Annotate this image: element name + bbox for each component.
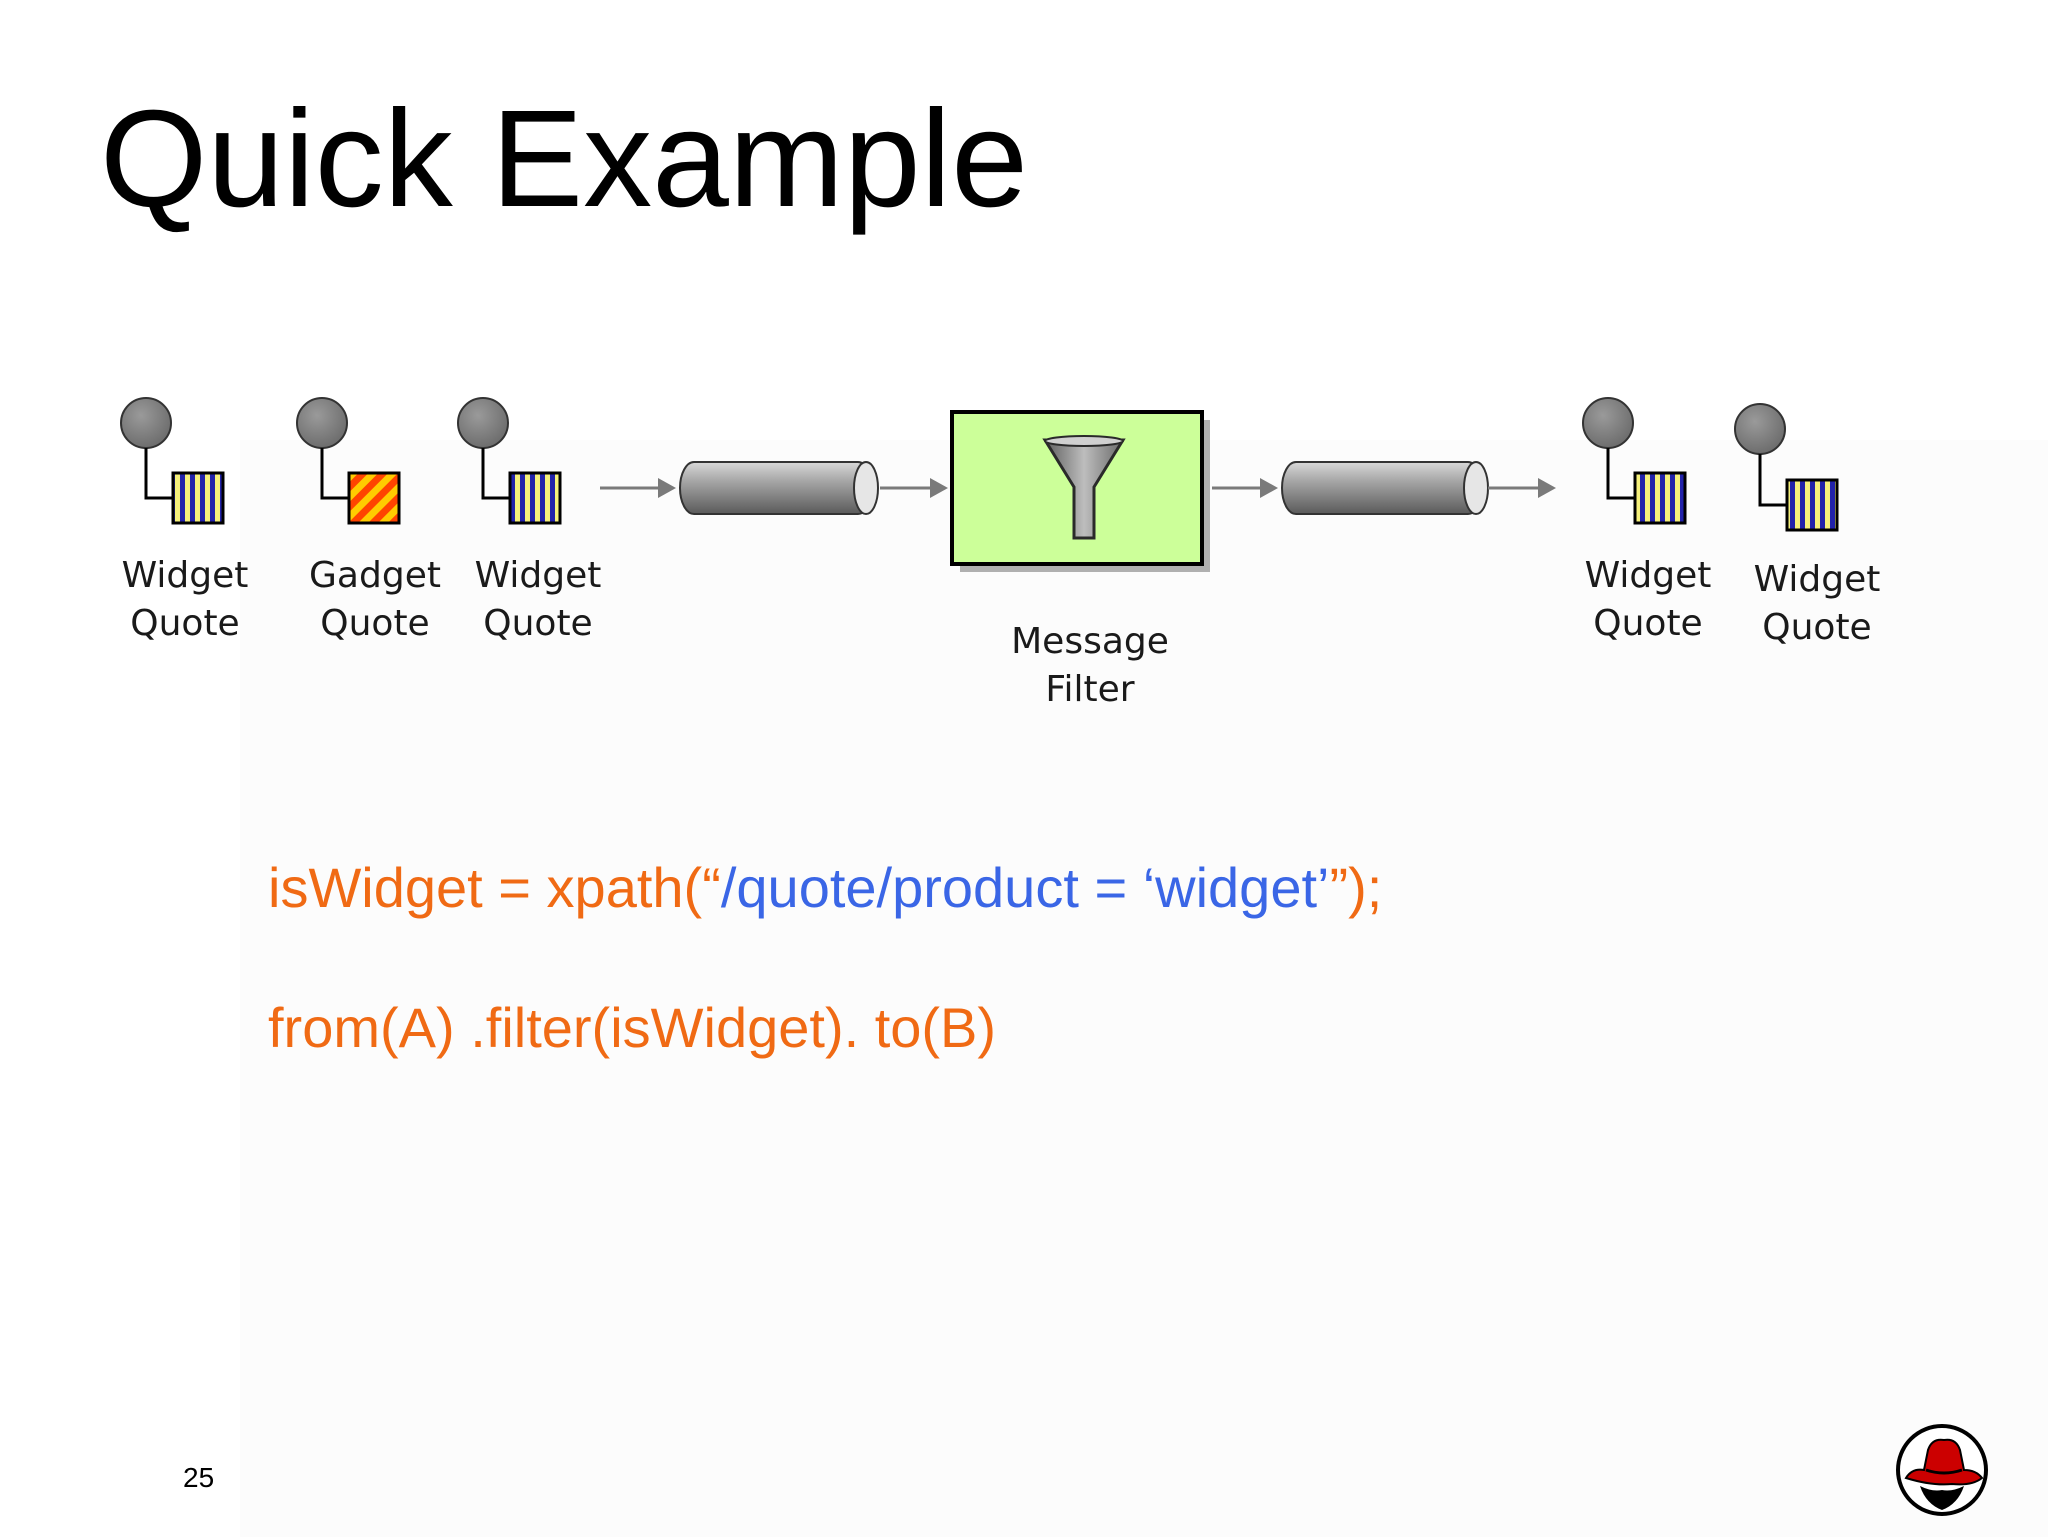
red-hat-logo-icon — [1896, 1424, 1988, 1516]
message-filter-diagram — [120, 397, 1839, 572]
page-number: 25 — [183, 1462, 215, 1493]
code-segment-orange: isWidget = xpath(“ — [268, 856, 721, 919]
code-segment-orange: ”); — [1329, 856, 1383, 919]
slide-title: Quick Example — [100, 82, 1028, 236]
channel-pipe-icon — [679, 461, 879, 515]
input-3-label: Widget Quote — [474, 555, 602, 644]
funnel-icon — [1042, 435, 1126, 540]
message-filter-box — [950, 410, 1210, 572]
code-line-is-widget: isWidget = xpath(“/quote/product = ‘widg… — [268, 860, 1382, 916]
code-line-route: from(A) .filter(isWidget). to(B) — [268, 996, 997, 1059]
message-icon-output-2 — [1734, 403, 1839, 532]
arrow-icon — [880, 478, 948, 498]
message-icon-input-1 — [120, 397, 225, 525]
code-segment-blue: /quote/product = ‘widget’ — [720, 856, 1330, 919]
input-1-label: Widget Quote — [121, 555, 249, 644]
arrow-icon — [1212, 478, 1278, 498]
input-2-label: Gadget Quote — [309, 555, 441, 644]
arrow-icon — [600, 478, 676, 498]
message-icon-input-3 — [457, 397, 562, 525]
output-1-label: Widget Quote — [1584, 555, 1712, 644]
output-2-label: Widget Quote — [1753, 559, 1881, 648]
slide-background — [240, 440, 2048, 1537]
channel-pipe-icon — [1281, 461, 1489, 515]
message-icon-input-2 — [296, 397, 401, 525]
message-icon-output-1 — [1582, 397, 1687, 525]
arrow-icon — [1488, 478, 1556, 498]
filter-label: Message Filter — [1011, 621, 1169, 710]
